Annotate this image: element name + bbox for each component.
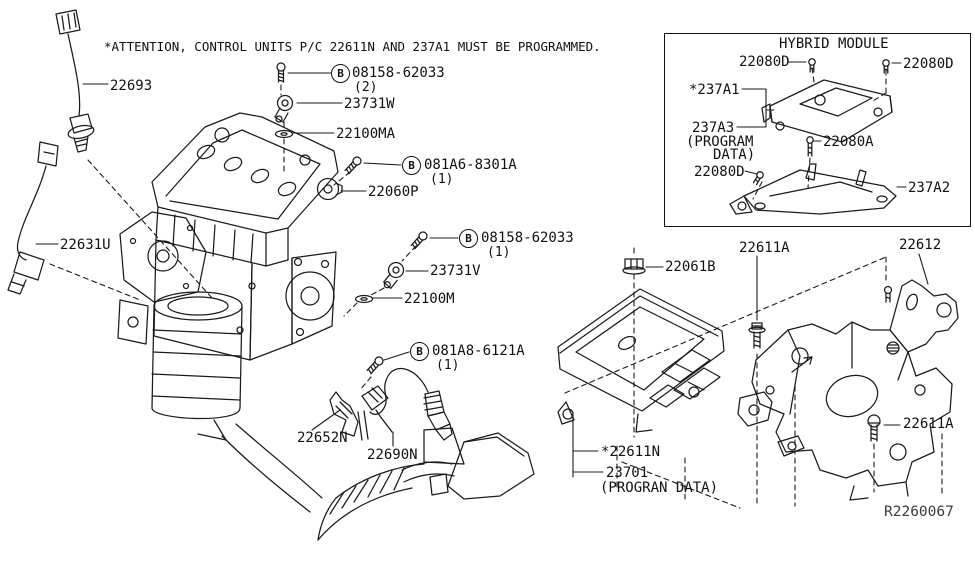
o2-sensor-22690N-drawing: [362, 369, 452, 440]
hybrid-module-inset-frame: [664, 33, 971, 227]
nut-22061B-drawing: [623, 259, 645, 274]
part-label-23731V: 23731V: [430, 263, 481, 279]
part-label-22612: 22612: [899, 237, 942, 253]
part-label-22100M: 22100M: [404, 291, 455, 307]
part-label-22631U: 22631U: [60, 237, 111, 253]
engine-drawing: [118, 113, 338, 512]
part-label-237A1: *237A1: [689, 82, 740, 98]
knock-sensor-drawing: [318, 179, 343, 200]
part-label-23731W: 23731W: [344, 96, 395, 112]
o2-harness-22693-drawing: [56, 10, 95, 152]
part-label-08158-62033-b: 08158-62033: [481, 230, 574, 246]
ecm-drawing: [558, 289, 724, 432]
o2-sensor-22631U-drawing: [8, 142, 58, 294]
part-label-081A8-6121A: 081A8-6121A: [432, 343, 525, 359]
ecm-bracket-drawing: [738, 280, 958, 500]
screw-22611A-upper-drawing: [749, 323, 765, 348]
hardware-drawings: [275, 63, 880, 441]
inset-title: HYBRID MODULE: [779, 36, 889, 52]
attention-note: *ATTENTION, CONTROL UNITS P/C 22611N AND…: [104, 39, 601, 54]
part-label-22080D-top-left: 22080D: [739, 54, 790, 70]
part-label-22693: 22693: [110, 78, 153, 94]
leader-lines: [36, 62, 928, 477]
part-label-22060P: 22060P: [368, 184, 419, 200]
bolt-symbol-icon: B: [459, 229, 478, 248]
part-label-237A2: 237A2: [908, 180, 951, 196]
part-label-22100MA: 22100MA: [336, 126, 396, 142]
part-label-22690N: 22690N: [367, 447, 418, 463]
diagram-reference-code: R2260067: [884, 504, 954, 520]
part-label-081A6-8301A: 081A6-8301A: [424, 157, 517, 173]
part-label-22080D-top-right: 22080D: [903, 56, 954, 72]
sensor-bracket-22652N-drawing: [330, 392, 368, 440]
bolt-symbol-icon: B: [410, 342, 429, 361]
part-label-237A3-note2: DATA): [713, 147, 756, 163]
part-label-08158-62033-a: 08158-62033: [352, 65, 445, 81]
part-label-22611A-upper: 22611A: [739, 240, 790, 256]
part-label-22080D-bottom-left: 22080D: [694, 164, 745, 180]
qty-label: (1): [487, 245, 511, 260]
part-label-237A3-note1: (PROGRAM: [686, 134, 754, 150]
part-label-22611N: *22611N: [601, 444, 661, 460]
exhaust-pipe-drawing: [318, 428, 534, 540]
qty-label: (1): [430, 172, 454, 187]
qty-label: (2): [354, 80, 378, 95]
part-label-23701: 23701: [606, 465, 649, 481]
bolt-symbol-icon: B: [402, 156, 421, 175]
crank-sensor-drawing: [383, 261, 405, 290]
cam-sensor-23731W-drawing: [275, 96, 293, 123]
part-label-22061B: 22061B: [665, 259, 716, 275]
dashed-lines: [50, 68, 942, 508]
part-label-22611A-lower: 22611A: [903, 416, 954, 432]
part-label-237A3: 237A3: [692, 120, 735, 136]
qty-label: (1): [436, 358, 460, 373]
part-label-23701-note: (PROGRAN DATA): [600, 480, 719, 496]
part-label-22080A: 22080A: [823, 134, 874, 150]
screw-22611A-lower-drawing: [868, 415, 880, 441]
part-label-22652N: 22652N: [297, 430, 348, 446]
bolt-symbol-icon: B: [331, 64, 350, 83]
